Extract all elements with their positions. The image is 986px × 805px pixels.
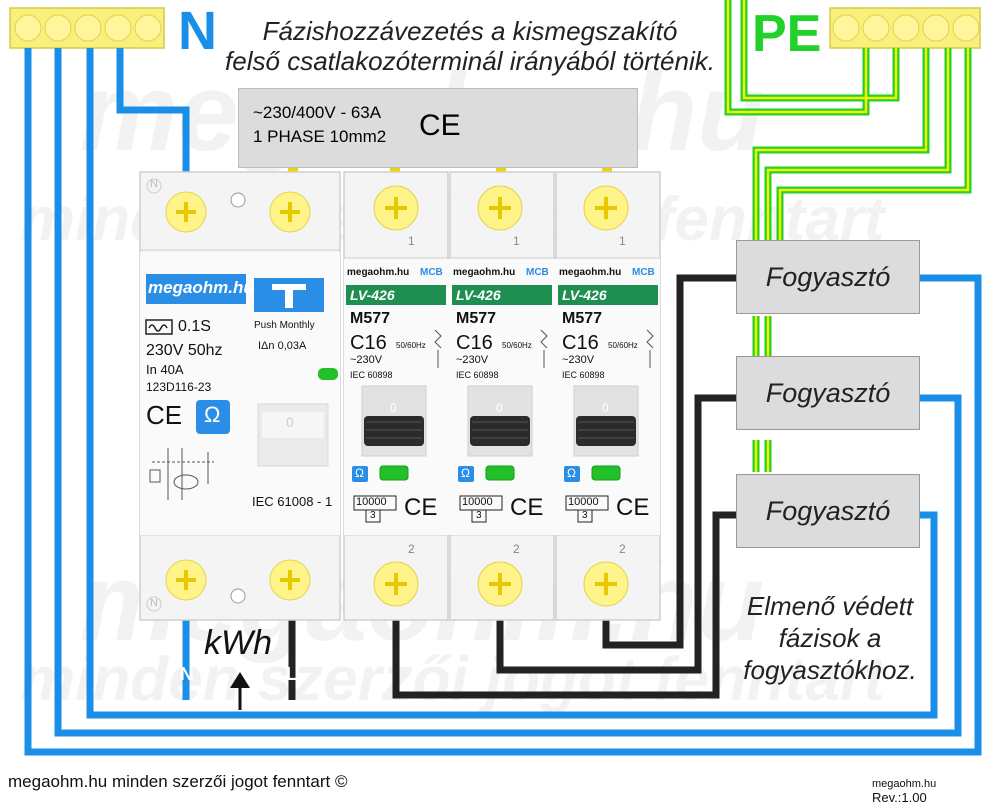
rcd-n-bottom: N xyxy=(150,597,158,609)
phase-wires xyxy=(288,274,736,700)
mcb-2-model: LV-426 xyxy=(456,287,501,303)
diagram-title: Fázishozzávezetés a kismegszakító felső … xyxy=(190,16,750,76)
mcb-1-type: MCB xyxy=(420,267,443,278)
mcb-2-toggle-zero: 0 xyxy=(496,401,503,415)
mcb-3-type: MCB xyxy=(632,267,655,278)
mcb-3-class: 3 xyxy=(582,510,588,521)
mcb-2-freq: 50/60Hz xyxy=(502,341,532,350)
rcd-voltage: 230V 50hz xyxy=(146,342,223,359)
copyright-footer: megaohm.hu minden szerzői jogot fenntart… xyxy=(8,772,348,791)
mcb-3-capacity: 10000 xyxy=(568,496,599,508)
mcb-2-ce-mark: CE xyxy=(510,494,544,521)
rcd-time: 0.1S xyxy=(178,318,211,335)
mcb-2-standard: IEC 60898 xyxy=(456,370,499,380)
note-line-3: fogyasztókhoz. xyxy=(743,655,917,685)
busbar-rating: ~230/400V - 63A xyxy=(253,103,382,122)
mcb-1-omega-icon: Ω xyxy=(355,466,364,480)
rcd-push: Push Monthly xyxy=(254,320,315,331)
load-2: Fogyasztó xyxy=(736,356,920,430)
pe-busbar xyxy=(829,7,981,49)
mcb-2-type: MCB xyxy=(526,267,549,278)
mcb-3-model: LV-426 xyxy=(562,287,607,303)
mcb-1-terminal-top: 1 xyxy=(408,234,415,248)
pe-label: PE xyxy=(752,5,822,63)
mcb-1-toggle-zero: 0 xyxy=(390,401,397,415)
n-wire-label: N xyxy=(180,664,193,684)
mcb-1-model: LV-426 xyxy=(350,287,395,303)
rcd-toggle-zero: 0 xyxy=(286,414,294,430)
rcd-brand: megaohm.hu xyxy=(148,278,254,297)
note-line-2: fázisok a xyxy=(778,623,882,653)
title-line-1: Fázishozzávezetés a kismegszakító xyxy=(262,16,678,46)
mcb-1-voltage: ~230V xyxy=(350,354,383,366)
mcb-3-series: M577 xyxy=(562,310,603,327)
mcb-3-toggle-zero: 0 xyxy=(602,401,609,415)
rcd-ce-mark: CE xyxy=(146,400,183,430)
rcd-current: In 40A xyxy=(146,362,184,377)
neutral-wires xyxy=(24,48,982,756)
mcb-1-ce-mark: CE xyxy=(404,494,438,521)
kwh-label: kWh xyxy=(204,624,272,662)
mcb-3-rating: C16 xyxy=(562,332,599,354)
title-line-2: felső csatlakozóterminál irányából törté… xyxy=(225,46,715,76)
rcd-n-top: N xyxy=(150,178,158,190)
mcb-2-brand: megaohm.hu xyxy=(453,267,516,278)
rev-number: Rev.:1.00 xyxy=(872,790,927,805)
rcd-code: 123D116-23 xyxy=(146,380,212,394)
kwh-arrow xyxy=(230,672,250,710)
rcd-device xyxy=(139,171,341,621)
mcb-1-class: 3 xyxy=(370,510,376,521)
mcb-devices xyxy=(343,171,661,621)
mcb-1-series: M577 xyxy=(350,310,391,327)
mcb-1-capacity: 10000 xyxy=(356,496,387,508)
mcb-2-capacity: 10000 xyxy=(462,496,493,508)
mcb-3-standard: IEC 60898 xyxy=(562,370,605,380)
note-line-1: Elmenő védett xyxy=(746,591,914,621)
mcb-2-voltage: ~230V xyxy=(456,354,489,366)
mcb-3-ce-mark: CE xyxy=(616,494,650,521)
mcb-3-brand: megaohm.hu xyxy=(559,267,622,278)
watermark-small-bottom: minden szerzői jogot fenntart xyxy=(20,645,887,714)
l-wire-label: L xyxy=(286,664,297,684)
mcb-3-voltage: ~230V xyxy=(562,354,595,366)
rcd-omega-icon: Ω xyxy=(204,402,221,427)
mcb-1-brand: megaohm.hu xyxy=(347,267,410,278)
mcb-2-terminal-bottom: 2 xyxy=(513,542,520,556)
mcb-3-terminal-bottom: 2 xyxy=(619,542,626,556)
mcb-1-terminal-bottom: 2 xyxy=(408,542,415,556)
busbar-phase: 1 PHASE 10mm2 xyxy=(253,127,387,146)
revision-label: megaohm.hu Rev.:1.00 xyxy=(872,778,986,805)
pe-wires xyxy=(724,0,972,472)
mcb-1-rating: C16 xyxy=(350,332,387,354)
rcd-idn: IΔn 0,03A xyxy=(258,340,307,352)
mcb-2-class: 3 xyxy=(476,510,482,521)
neutral-label: N xyxy=(178,1,217,61)
mcb-3-omega-icon: Ω xyxy=(567,466,576,480)
mcb-2-series: M577 xyxy=(456,310,497,327)
mcb-3-freq: 50/60Hz xyxy=(608,341,638,350)
load-1: Fogyasztó xyxy=(736,240,920,314)
outgoing-note: Elmenő védett fázisok a fogyasztókhoz. xyxy=(730,590,930,686)
mcb-1-standard: IEC 60898 xyxy=(350,370,393,380)
rev-brand: megaohm.hu xyxy=(872,778,937,790)
rcd-standard: IEC 61008 - 1 xyxy=(252,494,333,509)
neutral-busbar xyxy=(9,7,165,49)
mcb-2-omega-icon: Ω xyxy=(461,466,470,480)
mcb-2-rating: C16 xyxy=(456,332,493,354)
mcb-3-terminal-top: 1 xyxy=(619,234,626,248)
mcb-1-freq: 50/60Hz xyxy=(396,341,426,350)
load-3: Fogyasztó xyxy=(736,474,920,548)
ce-mark: CE xyxy=(419,109,461,142)
mcb-2-terminal-top: 1 xyxy=(513,234,520,248)
busbar-info-box: ~230/400V - 63A 1 PHASE 10mm2 CE xyxy=(238,88,638,168)
